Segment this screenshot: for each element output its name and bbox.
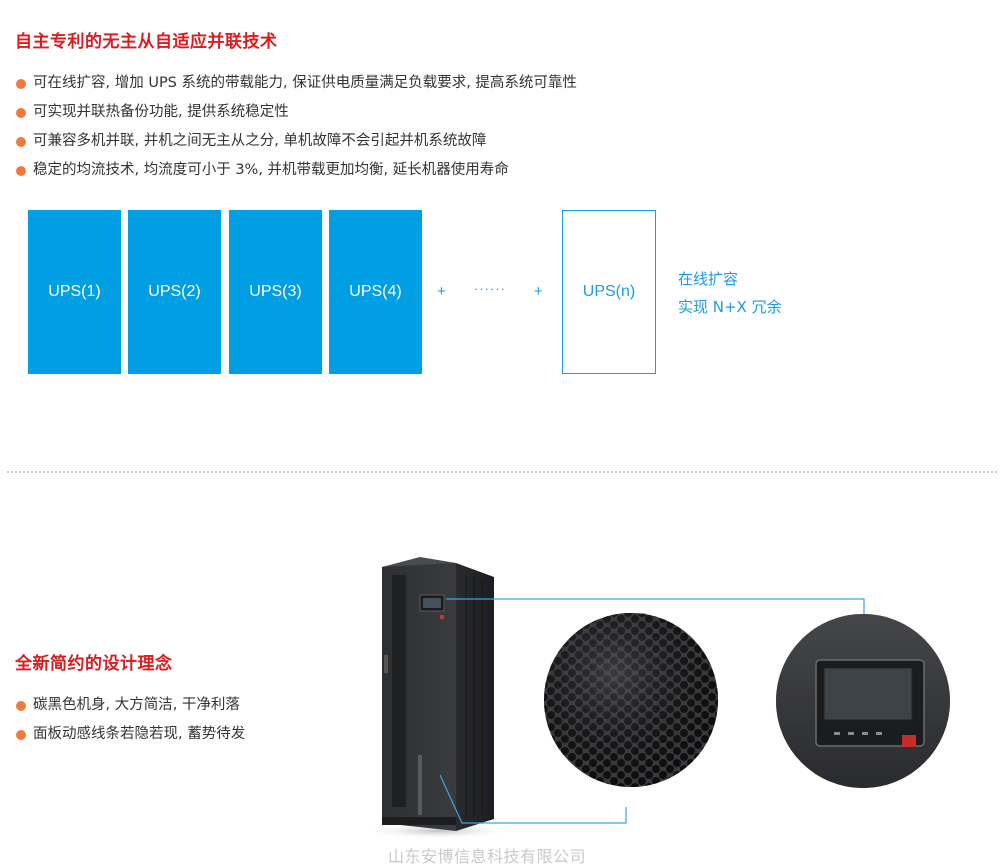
section-heading-parallel-tech: 自主专利的无主从自适应并联技术 [15, 32, 278, 52]
expansion-note-line2: 实现 N+X 冗余 [678, 298, 782, 316]
control-panel-icon [776, 614, 950, 788]
ups-unit-4: UPS(4) [329, 210, 422, 374]
display-closeup-circle [776, 614, 950, 788]
ups-cabinet-image [362, 557, 510, 839]
list-item-text: 碳黑色机身, 大方简洁, 干净利落 [33, 697, 240, 713]
list-item-text: 可实现并联热备份功能, 提供系统稳定性 [33, 104, 289, 120]
feature-list-design: 碳黑色机身, 大方简洁, 干净利落 面板动感线条若隐若现, 蓄势待发 [15, 691, 245, 749]
bullet-dot-icon [16, 701, 26, 711]
bullet-dot-icon [16, 79, 26, 89]
list-item-text: 可兼容多机并联, 并机之间无主从之分, 单机故障不会引起并机系统故障 [33, 133, 487, 149]
feature-list-parallel: 可在线扩容, 增加 UPS 系统的带载能力, 保证供电质量满足负载要求, 提高系… [15, 69, 577, 185]
callout-lines [440, 598, 865, 824]
ups-unit-3: UPS(3) [229, 210, 322, 374]
company-watermark: 山东安博信息科技有限公司 [388, 847, 587, 866]
list-item: 可兼容多机并联, 并机之间无主从之分, 单机故障不会引起并机系统故障 [15, 127, 577, 156]
list-item-text: 稳定的均流技术, 均流度可小于 3%, 并机带载更加均衡, 延长机器使用寿命 [33, 162, 509, 178]
list-item-text: 可在线扩容, 增加 UPS 系统的带载能力, 保证供电质量满足负载要求, 提高系… [33, 75, 577, 91]
plus-sign: + [437, 283, 446, 300]
section-heading-design: 全新简约的设计理念 [15, 654, 173, 674]
list-item: 稳定的均流技术, 均流度可小于 3%, 并机带载更加均衡, 延长机器使用寿命 [15, 156, 577, 185]
ups-unit-2: UPS(2) [128, 210, 221, 374]
expansion-note: 在线扩容 实现 N+X 冗余 [678, 265, 782, 321]
vent-closeup-circle [544, 613, 718, 787]
expansion-note-line1: 在线扩容 [678, 270, 739, 288]
bullet-dot-icon [16, 137, 26, 147]
list-item: 可在线扩容, 增加 UPS 系统的带载能力, 保证供电质量满足负载要求, 提高系… [15, 69, 577, 98]
plus-sign: + [534, 283, 543, 300]
section-divider [7, 471, 997, 473]
bullet-dot-icon [16, 108, 26, 118]
ups-unit-n: UPS(n) [562, 210, 656, 374]
list-item-text: 面板动感线条若隐若现, 蓄势待发 [33, 726, 246, 742]
bullet-dot-icon [16, 730, 26, 740]
list-item: 可实现并联热备份功能, 提供系统稳定性 [15, 98, 577, 127]
list-item: 碳黑色机身, 大方简洁, 干净利落 [15, 691, 245, 720]
honeycomb-pattern-icon [544, 613, 718, 787]
ups-unit-1: UPS(1) [28, 210, 121, 374]
list-item: 面板动感线条若隐若现, 蓄势待发 [15, 720, 245, 749]
ellipsis: ······ [474, 281, 506, 296]
bullet-dot-icon [16, 166, 26, 176]
